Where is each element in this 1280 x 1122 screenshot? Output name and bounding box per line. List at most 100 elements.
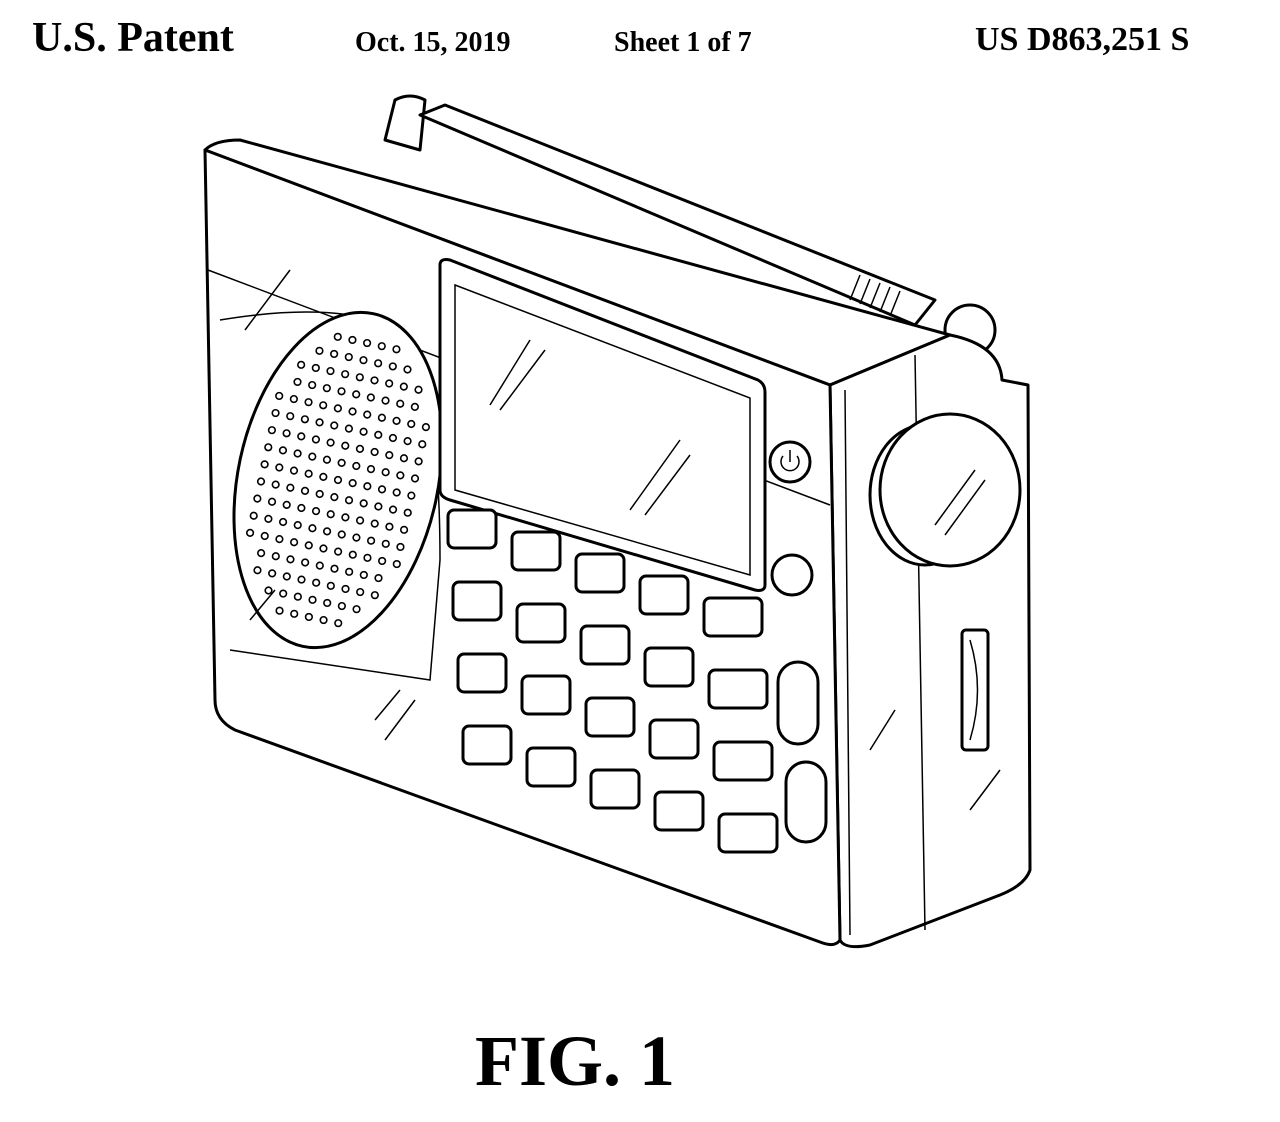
speaker-hole bbox=[374, 502, 383, 511]
speaker-hole bbox=[271, 480, 280, 489]
speaker-hole bbox=[282, 572, 291, 581]
speaker-hole bbox=[341, 441, 350, 450]
speaker-hole bbox=[355, 373, 364, 382]
keypad-button bbox=[579, 624, 631, 666]
speaker-hole bbox=[308, 595, 317, 604]
speaker-hole bbox=[312, 578, 321, 587]
speaker-hole bbox=[293, 521, 302, 530]
speaker-hole bbox=[399, 525, 409, 534]
speaker-hole bbox=[381, 396, 390, 405]
keypad-button bbox=[707, 668, 769, 710]
speaker-hole bbox=[308, 452, 317, 461]
patent-number: US D863,251 S bbox=[975, 21, 1190, 58]
speaker-hole bbox=[333, 475, 343, 485]
speaker-hole bbox=[271, 408, 280, 418]
keypad-button bbox=[520, 674, 572, 716]
speaker-hole bbox=[290, 609, 299, 618]
speaker-hole bbox=[264, 514, 273, 523]
speaker-hole bbox=[275, 535, 284, 544]
speaker-hole bbox=[326, 510, 335, 519]
speaker-hole bbox=[278, 517, 288, 527]
speaker-hole bbox=[352, 605, 361, 614]
speaker-grille bbox=[219, 310, 444, 681]
speaker-hole bbox=[319, 401, 328, 410]
speaker-hole bbox=[348, 407, 357, 416]
speaker-hole bbox=[345, 567, 354, 576]
speaker-hole bbox=[374, 430, 383, 439]
speaker-hole bbox=[385, 451, 394, 460]
speaker-hole bbox=[337, 458, 346, 467]
speaker-hole bbox=[359, 570, 368, 580]
speaker-hole bbox=[278, 446, 288, 455]
speaker-hole bbox=[253, 566, 262, 575]
keypad-button bbox=[584, 696, 636, 738]
speaker-hole bbox=[286, 412, 295, 421]
keypad-button bbox=[648, 718, 700, 760]
keypad-button bbox=[574, 552, 626, 594]
speaker-hole bbox=[260, 460, 269, 469]
speaker-hole bbox=[286, 483, 295, 492]
speaker-hole bbox=[388, 433, 398, 443]
speaker-hole bbox=[300, 486, 310, 495]
keypad-button bbox=[653, 790, 705, 832]
speaker-hole bbox=[359, 356, 368, 365]
speaker-hole bbox=[355, 516, 365, 525]
speaker-hole bbox=[377, 485, 387, 494]
speaker-hole bbox=[311, 435, 321, 444]
speaker-hole bbox=[337, 601, 346, 611]
keypad bbox=[446, 508, 779, 854]
speaker-hole bbox=[326, 366, 335, 376]
speaker-hole bbox=[403, 437, 412, 446]
speaker-hole bbox=[370, 591, 379, 600]
speaker-hole bbox=[396, 399, 405, 408]
speaker-hole bbox=[271, 552, 280, 561]
keypad-button bbox=[515, 602, 567, 644]
speaker-hole bbox=[311, 363, 320, 373]
speaker-hole bbox=[377, 342, 386, 351]
speaker-hole bbox=[326, 438, 335, 447]
speaker-hole bbox=[363, 410, 372, 419]
speaker-hole bbox=[396, 542, 405, 552]
speaker-hole bbox=[363, 482, 372, 491]
speaker-hole bbox=[407, 419, 416, 429]
speaker-hole bbox=[300, 415, 309, 424]
speaker-hole bbox=[374, 573, 383, 583]
speaker-hole bbox=[275, 463, 284, 472]
speaker-hole bbox=[319, 615, 328, 625]
speaker-hole bbox=[421, 423, 431, 432]
tuning-knob bbox=[868, 412, 1022, 568]
speaker-hole bbox=[403, 508, 412, 517]
speaker-hole bbox=[370, 376, 379, 385]
speaker-hole bbox=[297, 503, 306, 513]
speaker-hole bbox=[286, 555, 295, 564]
speaker-hole bbox=[334, 547, 343, 556]
speaker-hole bbox=[370, 447, 379, 457]
speaker-hole bbox=[260, 531, 269, 541]
speaker-hole bbox=[378, 556, 387, 566]
speaker-hole bbox=[264, 586, 273, 595]
speaker-hole bbox=[268, 569, 277, 578]
speaker-hole bbox=[388, 505, 398, 514]
speaker-hole bbox=[396, 471, 405, 480]
speaker-hole bbox=[359, 427, 368, 436]
speaker-hole bbox=[330, 421, 339, 430]
speaker-hole bbox=[249, 511, 258, 520]
keypad-button bbox=[451, 580, 503, 622]
side-slot bbox=[960, 628, 990, 752]
speaker-hole bbox=[330, 564, 339, 573]
speaker-hole bbox=[264, 443, 273, 452]
speaker-hole bbox=[256, 477, 266, 486]
speaker-hole bbox=[399, 382, 408, 391]
speaker-hole bbox=[282, 429, 291, 438]
speaker-hole bbox=[418, 440, 427, 449]
speaker-hole bbox=[333, 332, 342, 341]
speaker-hole bbox=[352, 461, 361, 471]
keypad-button bbox=[510, 530, 562, 572]
speaker-hole bbox=[293, 449, 302, 458]
speaker-hole bbox=[289, 394, 298, 404]
speaker-hole bbox=[344, 496, 354, 505]
speaker-hole bbox=[381, 468, 390, 477]
keypad-button bbox=[638, 574, 690, 616]
speaker-hole bbox=[344, 424, 354, 433]
speaker-hole bbox=[363, 338, 372, 348]
